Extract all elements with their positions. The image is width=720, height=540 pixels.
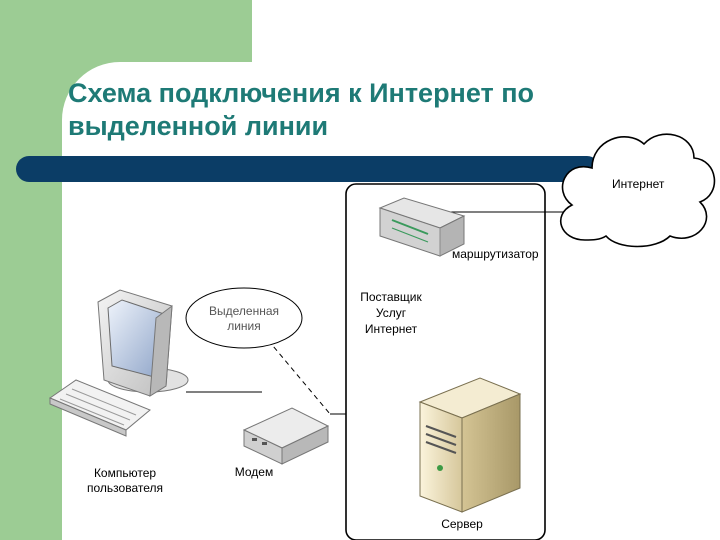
- router-label: маршрутизатор: [452, 247, 539, 261]
- leased-line-pointer: [267, 339, 331, 415]
- server-label: Сервер: [441, 517, 483, 531]
- computer-label-line-1: Компьютер: [94, 466, 156, 480]
- server-icon: [418, 377, 522, 513]
- router-icon: [378, 197, 466, 257]
- leased-line-label-line-1: Выделенная: [209, 304, 279, 318]
- title-line-2: выделенной линии: [68, 111, 329, 141]
- isp-label-line-3: Интернет: [365, 322, 418, 336]
- computer-icon: [48, 289, 189, 437]
- page-title: Схема подключения к Интернет по выделенн…: [68, 77, 628, 143]
- modem-label: Модем: [235, 465, 273, 479]
- title-underline-bar: [16, 156, 600, 182]
- green-left-band: [0, 0, 62, 540]
- computer-label-line-2: пользователя: [87, 481, 163, 495]
- isp-frame: [345, 183, 546, 540]
- internet-label: Интернет: [612, 177, 665, 191]
- title-line-1: Схема подключения к Интернет по: [68, 78, 535, 108]
- modem-icon: [242, 407, 330, 465]
- isp-label-line-2: Услуг: [376, 306, 407, 320]
- leased-line-label-line-2: линия: [227, 319, 261, 333]
- leased-line-callout: [185, 287, 303, 349]
- isp-label-line-1: Поставщик: [360, 290, 422, 304]
- internet-cloud: [560, 133, 716, 248]
